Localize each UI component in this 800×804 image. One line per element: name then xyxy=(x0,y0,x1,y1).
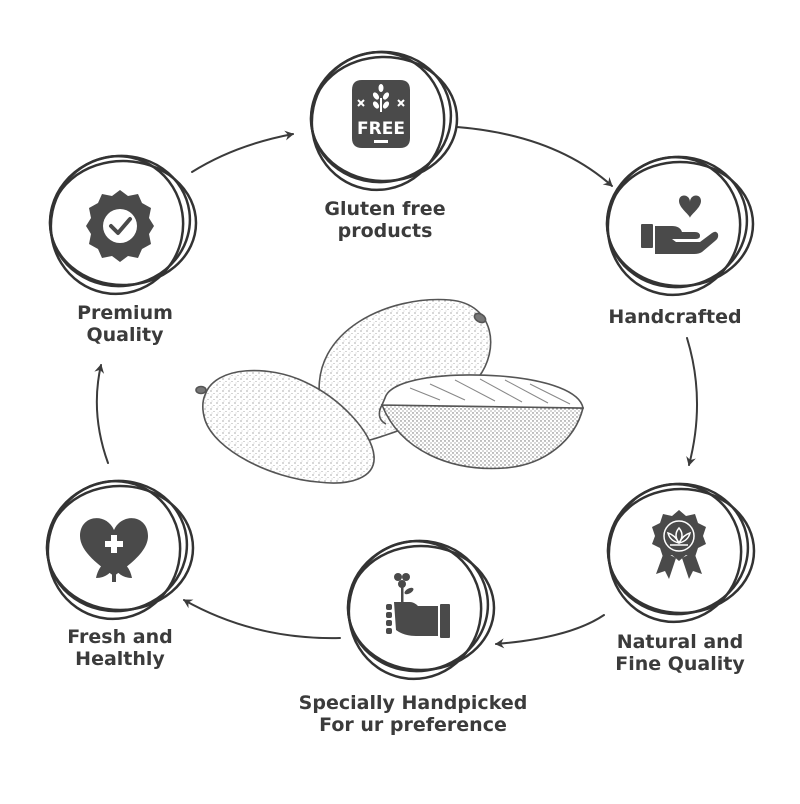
label-line: Natural and xyxy=(616,631,744,653)
award-rosette-icon xyxy=(652,510,706,579)
label-line: Handcrafted xyxy=(608,306,742,328)
arrow-natural-to-handpicked xyxy=(495,614,605,649)
scribble-circle-gluten xyxy=(309,50,459,192)
mango-half-cut-face xyxy=(380,374,584,409)
scribble-circle-handpicked xyxy=(346,539,496,681)
label-line: Quality xyxy=(86,324,164,346)
label-line: Premium xyxy=(77,302,173,324)
arrow-gluten-to-handcrafted xyxy=(456,126,613,187)
arrow-handpicked-to-fresh xyxy=(183,599,341,640)
premium-check-badge-icon xyxy=(86,190,154,262)
scribble-circle-fresh xyxy=(45,479,195,621)
feature-label-premium-quality: Premium Quality xyxy=(20,302,230,346)
scribble-circle-natural xyxy=(606,482,756,624)
mango-half-body xyxy=(380,404,585,470)
feature-label-natural-fine-quality: Natural and Fine Quality xyxy=(565,631,795,675)
feature-label-gluten-free: Gluten free products xyxy=(250,198,520,242)
label-line: Healthly xyxy=(75,648,165,670)
hand-picking-flower-icon xyxy=(386,573,450,638)
mango-left xyxy=(201,369,375,484)
gluten-free-badge-icon: FREE xyxy=(352,80,410,148)
hand-heart-icon xyxy=(641,195,719,254)
label-line: Gluten free xyxy=(324,198,446,220)
scribble-circle-premium xyxy=(48,154,198,296)
label-line: For ur preference xyxy=(319,714,507,736)
label-line: Specially Handpicked xyxy=(298,692,528,714)
healthy-heart-icon xyxy=(80,518,148,582)
scribble-circle-handcrafted xyxy=(605,155,755,297)
arrow-handcrafted-to-natural xyxy=(686,337,698,466)
mango-flesh-lines xyxy=(409,378,571,405)
gluten-free-badge-text: FREE xyxy=(357,119,405,139)
cycle-arrows xyxy=(94,126,698,649)
label-line: Fresh and xyxy=(67,626,173,648)
feature-label-handcrafted: Handcrafted xyxy=(560,306,790,328)
mango-illustration-icon xyxy=(195,298,585,484)
scribble-circles xyxy=(45,50,756,681)
label-line: Fine Quality xyxy=(615,653,745,675)
label-line: products xyxy=(337,220,433,242)
feature-label-fresh-healthy: Fresh and Healthly xyxy=(15,626,225,670)
arrow-premium-to-gluten xyxy=(191,130,294,173)
feature-label-handpicked: Specially Handpicked For ur preference xyxy=(253,692,573,736)
arrow-fresh-to-premium xyxy=(94,364,109,464)
